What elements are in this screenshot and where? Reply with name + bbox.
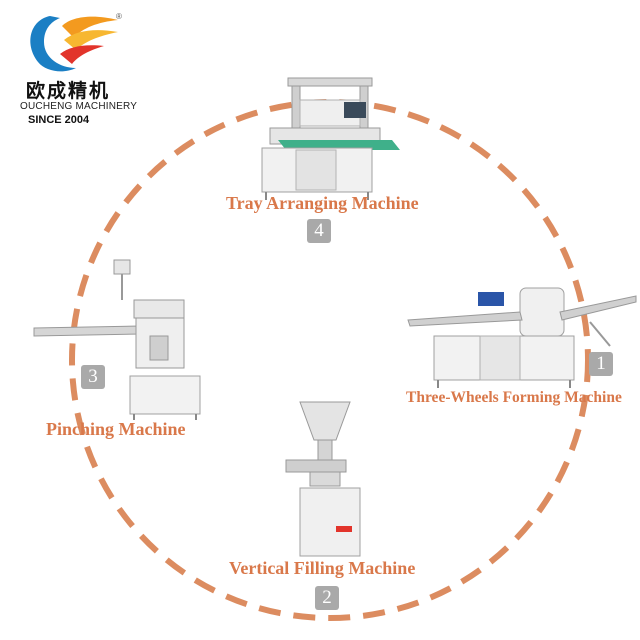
step-3-label: Pinching Machine [46, 419, 186, 439]
step-3-badge: 3 [81, 365, 105, 389]
step-1-badge: 1 [589, 352, 613, 376]
brand-name-en: OUCHENG MACHINERY [20, 101, 138, 112]
step-2-label: Vertical Filling Machine [229, 558, 416, 578]
step-1-label: Three-Wheels Forming Machine [406, 389, 622, 406]
oucheng-logo-icon [30, 16, 118, 72]
brand-logo: ® 欧成精机 OUCHENG MACHINERY SINCE 2004 [18, 10, 148, 126]
step-2-badge: 2 [315, 586, 339, 610]
registered-mark: ® [116, 12, 122, 21]
step-4-label: Tray Arranging Machine [226, 193, 419, 213]
brand-since: SINCE 2004 [28, 114, 90, 126]
brand-name-cn: 欧成精机 [26, 80, 111, 102]
step-4-badge: 4 [307, 219, 331, 243]
